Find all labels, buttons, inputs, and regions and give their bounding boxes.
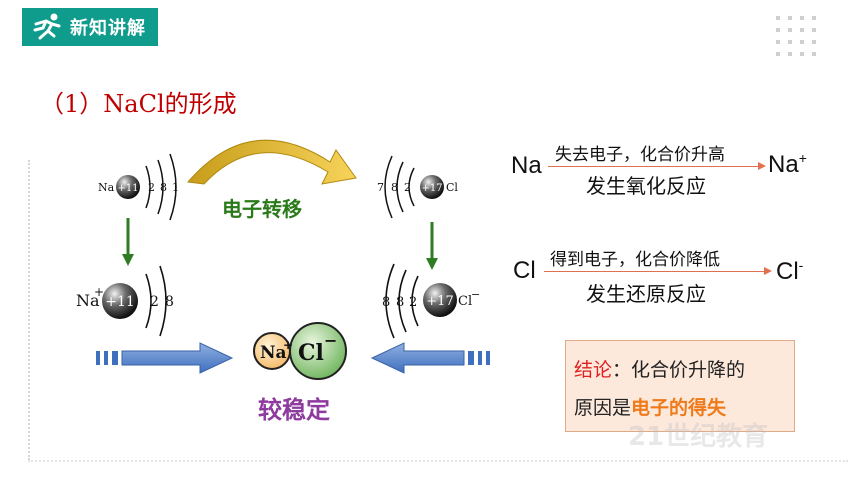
big-arrow-left	[370, 342, 490, 374]
eq-na-arrowhead	[758, 162, 766, 170]
conclusion-line-1: 结论：化合价升降的	[574, 359, 746, 381]
page-title: （1）NaCl的形成	[40, 90, 237, 118]
divider-bottom	[28, 460, 848, 462]
conclusion-box: 结论：化合价升降的 原因是电子的得失	[565, 340, 795, 432]
na-ion-nucleus-charge: +11	[105, 294, 135, 310]
na-ion-nucleus	[102, 283, 138, 319]
down-arrow-right	[426, 222, 438, 270]
cl-ion-symbol: Cl	[458, 294, 472, 309]
cl-atom-symbol: Cl	[446, 181, 458, 194]
eq-na-right: Na+	[768, 150, 807, 178]
cl-atom-shell-2: 8	[391, 181, 398, 194]
eq-na-below: 发生氧化反应	[586, 174, 706, 198]
eq-na-left: Na	[511, 152, 542, 179]
eq-na-above: 失去电子，化合价升高	[555, 145, 725, 165]
cl-ion: 8 8 2 +17 Cl −	[382, 263, 480, 339]
cl-atom: 7 8 2 +17 Cl	[377, 155, 458, 219]
na-atom-nucleus-charge: +11	[117, 183, 138, 194]
anion-symbol: Cl	[298, 340, 324, 366]
na-atom-shell-2: 8	[160, 181, 167, 194]
cation-symbol: Na	[260, 343, 287, 363]
cl-atom-shell-3: 2	[404, 181, 411, 194]
conclusion-line-2: 原因是电子的得失	[574, 397, 727, 419]
electron-transfer-arrow	[187, 139, 357, 185]
down-arrow-left	[122, 218, 134, 266]
na-ion-shell-1: 2	[150, 294, 159, 310]
cl-ion-shell-3: 2	[409, 295, 417, 310]
conclusion-emphasis: 电子的得失	[631, 397, 727, 419]
na-ion: Na + +11 2 8	[76, 265, 174, 337]
eq-cl-right: Cl-	[776, 257, 804, 285]
cl-ion-nucleus	[423, 283, 457, 317]
divider-left	[28, 160, 30, 460]
cl-anion-sphere	[289, 322, 347, 380]
cl-ion-shell-1: 8	[382, 295, 390, 310]
conclusion-prefix: 结论	[574, 359, 613, 381]
runner-icon	[33, 13, 61, 40]
eq-na-arrow-line	[548, 166, 760, 167]
stable-label: 较稳定	[258, 396, 330, 424]
na-atom-symbol: Na	[98, 181, 115, 194]
cl-atom-shell-1: 7	[377, 181, 384, 194]
eq-cl-below: 发生还原反应	[586, 282, 706, 306]
electron-transfer-label: 电子转移	[222, 197, 302, 221]
eq-cl-arrowhead	[764, 267, 772, 275]
eq-cl-above: 得到电子，化合价降低	[550, 250, 720, 270]
cation-charge: +	[283, 338, 293, 352]
na-ion-symbol: Na	[76, 291, 100, 310]
eq-cl-left: Cl	[513, 257, 536, 284]
anion-charge: −	[324, 331, 337, 350]
dot-grid-decoration	[776, 16, 816, 56]
cl-atom-nucleus	[420, 175, 444, 199]
cl-ion-charge: −	[471, 288, 480, 301]
na-atom-shell-3: 1	[172, 181, 179, 194]
big-arrow-right	[96, 342, 234, 374]
cl-ion-nucleus-charge: +17	[426, 294, 453, 309]
na-ion-charge: +	[94, 285, 104, 299]
cl-atom-nucleus-charge: +17	[421, 183, 442, 194]
na-ion-shell-2: 8	[165, 294, 174, 310]
section-badge: 新知讲解	[22, 8, 158, 46]
na-atom-nucleus	[116, 175, 140, 199]
cl-ion-shell-2: 8	[396, 295, 404, 310]
eq-cl-arrow-line	[544, 271, 766, 272]
badge-text: 新知讲解	[70, 18, 146, 39]
na-atom: Na +11 2 8 1	[98, 153, 179, 221]
nacl-compound: Na + Cl −	[253, 322, 347, 380]
watermark: 21世纪教育	[628, 422, 769, 452]
na-atom-shell-1: 2	[148, 181, 155, 194]
